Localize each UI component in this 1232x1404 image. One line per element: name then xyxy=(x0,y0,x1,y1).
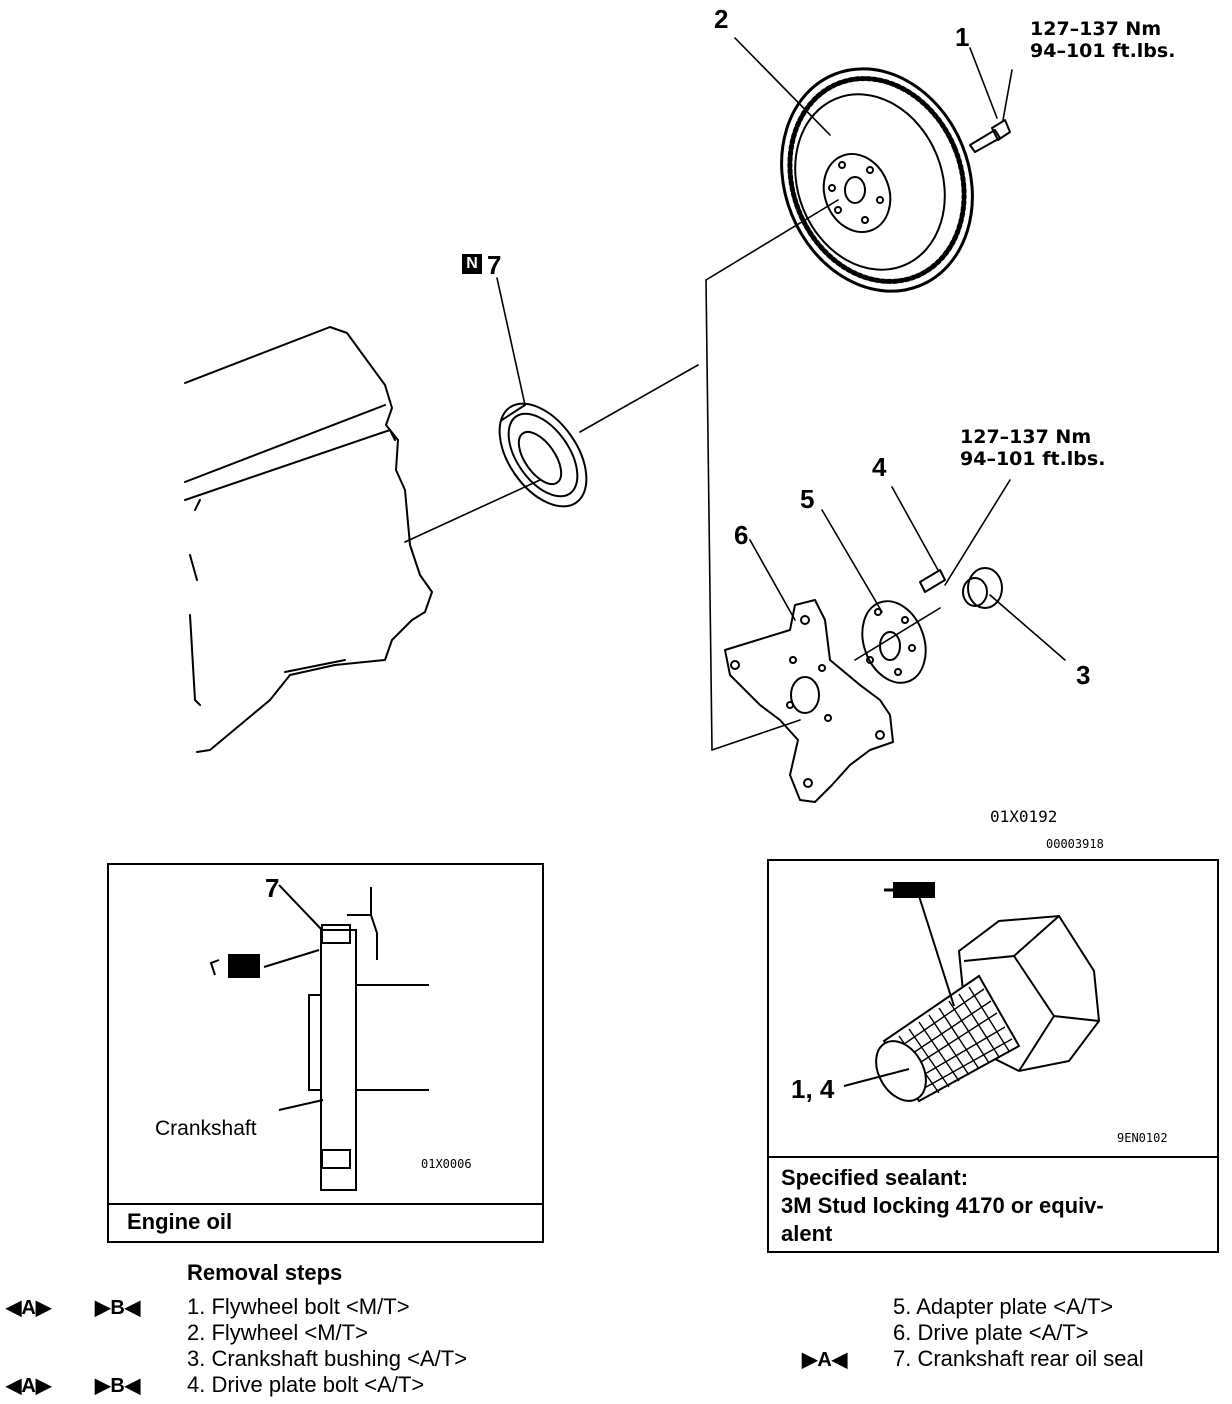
sealant-footer: Specified sealant: 3M Stud locking 4170 … xyxy=(769,1156,1217,1251)
removal-step-4: 4. Drive plate bolt <A/T> xyxy=(187,1372,425,1397)
part-label-5: 5 xyxy=(800,484,815,514)
mark-a-letter: A xyxy=(817,1349,832,1371)
sealant-figure-code: 9EN0102 xyxy=(1117,1131,1168,1145)
removal-step-3: 3. Crankshaft bushing <A/T> xyxy=(187,1346,468,1371)
part-label-1: 1 xyxy=(955,22,970,52)
leader-lines xyxy=(496,37,1066,661)
inset-callout-7: 7 xyxy=(265,873,280,903)
torque-nm: 127–137 Nm xyxy=(1030,18,1162,40)
figure-code-main: 01X0192 xyxy=(990,807,1058,826)
torque-nm: 127–137 Nm xyxy=(960,426,1092,448)
removal-step-1: 1. Flywheel bolt <M/T> xyxy=(187,1294,410,1319)
engine-oil-inset: 7 Crankshaft 01X0006 Engine oil xyxy=(107,863,544,1243)
drive-plate xyxy=(724,599,894,803)
mark-b-letter: B xyxy=(110,1375,125,1397)
sealant-tube-icon xyxy=(884,882,935,898)
inset-callout-1-4: 1, 4 xyxy=(791,1074,835,1104)
inset-figure-code: 01X0006 xyxy=(421,1157,472,1171)
adapter-plate xyxy=(861,600,927,684)
sealant-inset: 1, 4 9EN0102 Specified sealant: 3M Stud … xyxy=(767,859,1219,1253)
removal-step-6: 6. Drive plate <A/T> xyxy=(893,1320,1089,1345)
oil-can-icon xyxy=(209,954,260,978)
axis-lines xyxy=(404,199,941,751)
removal-steps-title: Removal steps xyxy=(187,1260,343,1285)
mark-a-letter: A xyxy=(21,1375,36,1397)
inset-footer: Engine oil xyxy=(109,1203,542,1241)
part-label-2: 2 xyxy=(714,4,729,34)
rear-oil-seal xyxy=(498,402,588,508)
torque-ftlbs: 94–101 ft.lbs. xyxy=(1030,40,1176,62)
removal-step-7: 7. Crankshaft rear oil seal xyxy=(893,1346,1144,1371)
torque-spec-top: 127–137 Nm 94–101 ft.lbs. xyxy=(1030,18,1175,62)
torque-spec-mid: 127–137 Nm 94–101 ft.lbs. xyxy=(960,426,1105,470)
torque-ftlbs: 94–101 ft.lbs. xyxy=(960,448,1106,470)
removal-step-2: 2. Flywheel <M/T> xyxy=(187,1320,368,1345)
part-label-7: 7 xyxy=(487,250,502,280)
flywheel-bolt xyxy=(969,119,1011,153)
service-mark-a-7: ▶A◀ xyxy=(802,1349,848,1371)
sealant-spec-title: Specified sealant: xyxy=(781,1165,969,1190)
sealant-spec-text: Specified sealant: 3M Stud locking 4170 … xyxy=(781,1164,1104,1248)
service-mark-b-4: ▶B◀ xyxy=(95,1375,141,1397)
drive-plate-bolt xyxy=(919,569,946,593)
sealant-spec-line3: alent xyxy=(781,1221,833,1246)
service-mark-b-1: ▶B◀ xyxy=(95,1297,141,1319)
part-label-6: 6 xyxy=(734,520,749,550)
engine-oil-label: Engine oil xyxy=(127,1209,233,1234)
mark-b-letter: B xyxy=(110,1297,125,1319)
engine-block xyxy=(184,326,433,753)
new-part-mark-icon: N xyxy=(462,254,482,274)
engine-oil-drawing xyxy=(209,884,429,1191)
mark-a-letter: A xyxy=(21,1297,36,1319)
part-label-3: 3 xyxy=(1076,660,1091,690)
flywheel xyxy=(780,67,974,293)
service-mark-a-4: ◀A▶ xyxy=(6,1375,52,1397)
part-label-4: 4 xyxy=(872,452,887,482)
sealant-spec-line2: 3M Stud locking 4170 or equiv- xyxy=(781,1193,1104,1218)
removal-step-5: 5. Adapter plate <A/T> xyxy=(893,1294,1114,1319)
crankshaft-label: Crankshaft xyxy=(155,1117,257,1140)
sealant-drawing xyxy=(843,882,1101,1103)
figure-code-main-2: 00003918 xyxy=(1046,837,1104,851)
crankshaft-bushing xyxy=(962,567,1003,609)
service-mark-a-1: ◀A▶ xyxy=(6,1297,52,1319)
